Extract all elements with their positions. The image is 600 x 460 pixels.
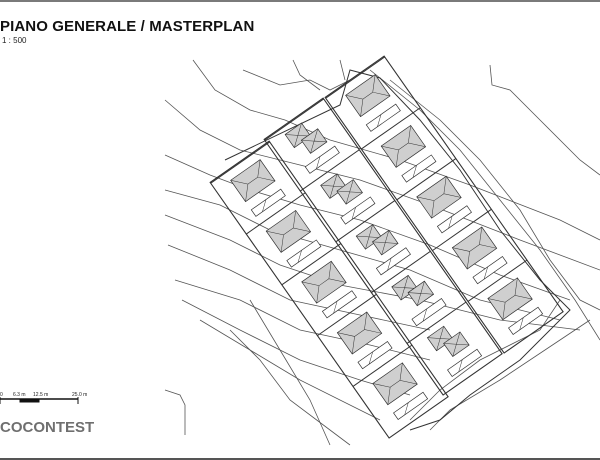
scalebar-label-3: 25.0 m xyxy=(72,392,88,398)
scalebar-label-1: 6.3 m xyxy=(13,392,26,398)
strip-boundary xyxy=(263,97,503,396)
lot xyxy=(246,192,322,268)
lot xyxy=(352,344,429,420)
lot-strip xyxy=(209,140,449,439)
brand-logo-text: COCONTEST xyxy=(0,419,95,436)
garage xyxy=(250,188,286,217)
lot xyxy=(335,200,411,276)
frame-bottom-border xyxy=(0,458,600,460)
frame-top-border xyxy=(0,0,600,2)
strip-boundary xyxy=(209,140,449,439)
garage xyxy=(321,290,357,319)
lot xyxy=(281,243,357,319)
drawing-title: PIANO GENERALE / MASTERPLAN xyxy=(0,18,255,35)
garage xyxy=(508,306,544,335)
lot xyxy=(210,141,286,217)
scalebar xyxy=(0,397,79,404)
lot xyxy=(325,56,401,132)
lot xyxy=(406,301,483,377)
lot-strip xyxy=(324,55,564,354)
lot xyxy=(371,250,447,327)
scalebar-label-0: 0 xyxy=(0,392,3,398)
site-boundary xyxy=(224,69,571,431)
lot xyxy=(432,208,508,285)
lot xyxy=(264,98,340,174)
garage xyxy=(375,247,411,276)
strip-boundary xyxy=(324,55,564,354)
lot xyxy=(300,149,376,225)
lot xyxy=(467,259,544,335)
garage xyxy=(447,348,483,377)
drawing-scale: 1 : 500 xyxy=(2,36,27,45)
garage xyxy=(393,391,429,420)
garage xyxy=(304,145,340,174)
lot-strip xyxy=(263,97,503,396)
lot xyxy=(317,293,393,370)
lot xyxy=(361,107,437,183)
scalebar-label-2: 12.5 m xyxy=(33,392,49,398)
lot xyxy=(396,158,472,234)
